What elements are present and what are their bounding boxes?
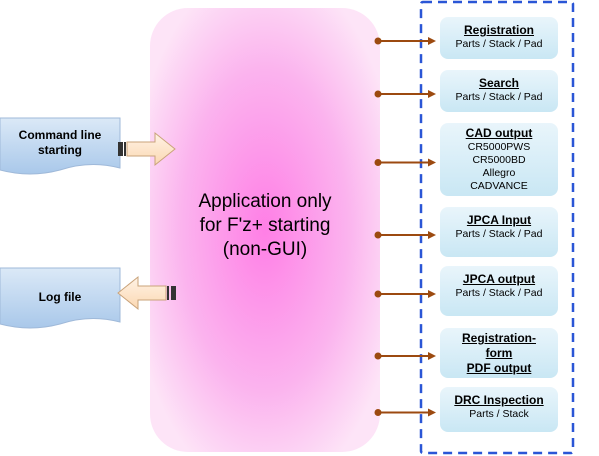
application-label-line-1: Application only: [198, 191, 332, 212]
command-line-label: Command line starting: [0, 128, 120, 158]
log-file-arrow: [117, 275, 176, 311]
command-line-arrow: [118, 131, 176, 167]
connector-dot-jpca-output: [374, 290, 382, 298]
command-line-label-line-2: starting: [37, 143, 82, 157]
application-block: [150, 8, 380, 452]
output-title-registration-0: Registration: [463, 23, 534, 37]
output-title-search-0: Search: [478, 76, 520, 90]
command-line-document: [0, 117, 121, 175]
application-label: Application only for F'z+ starting (non-…: [150, 190, 380, 262]
output-title-cad-output-0: CAD output: [465, 126, 533, 140]
output-sub-registration-0: Parts / Stack / Pad: [455, 38, 543, 50]
command-line-label-line-1: Command line: [18, 128, 102, 142]
connector-dot-cad-output: [374, 159, 382, 166]
output-sub-cad-output-2: Allegro: [482, 167, 516, 179]
output-title-registration-form-pdf-output-2: PDF output: [466, 361, 532, 375]
output-title-registration-form-pdf-output-1: form: [485, 346, 513, 360]
connector-dot-registration: [374, 37, 382, 45]
connector-dot-jpca-input: [374, 231, 382, 239]
output-sub-search-0: Parts / Stack / Pad: [455, 91, 543, 103]
connector-dot-registration-form-pdf-output: [374, 352, 382, 360]
output-title-jpca-input-0: JPCA Input: [466, 213, 532, 227]
output-sub-drc-inspection-0: Parts / Stack: [469, 408, 529, 420]
log-file-label: Log file: [38, 290, 82, 304]
output-title-drc-inspection-0: DRC Inspection: [454, 393, 544, 407]
log-file-document: [0, 267, 121, 329]
connector-dot-search: [374, 90, 382, 98]
application-label-line-3: (non-GUI): [222, 239, 308, 260]
application-label-line-2: for F'z+ starting: [199, 215, 331, 236]
output-title-jpca-output-0: JPCA output: [462, 272, 536, 286]
output-sub-jpca-input-0: Parts / Stack / Pad: [455, 228, 543, 240]
output-sub-cad-output-1: CR5000BD: [472, 154, 526, 166]
output-sub-cad-output-3: CADVANCE: [470, 180, 528, 192]
output-sub-jpca-output-0: Parts / Stack / Pad: [455, 287, 543, 299]
output-sub-cad-output-0: CR5000PWS: [467, 141, 531, 153]
connectors: [374, 37, 436, 417]
output-title-registration-form-pdf-output-0: Registration-: [461, 331, 536, 345]
connector-dot-drc-inspection: [374, 409, 382, 416]
